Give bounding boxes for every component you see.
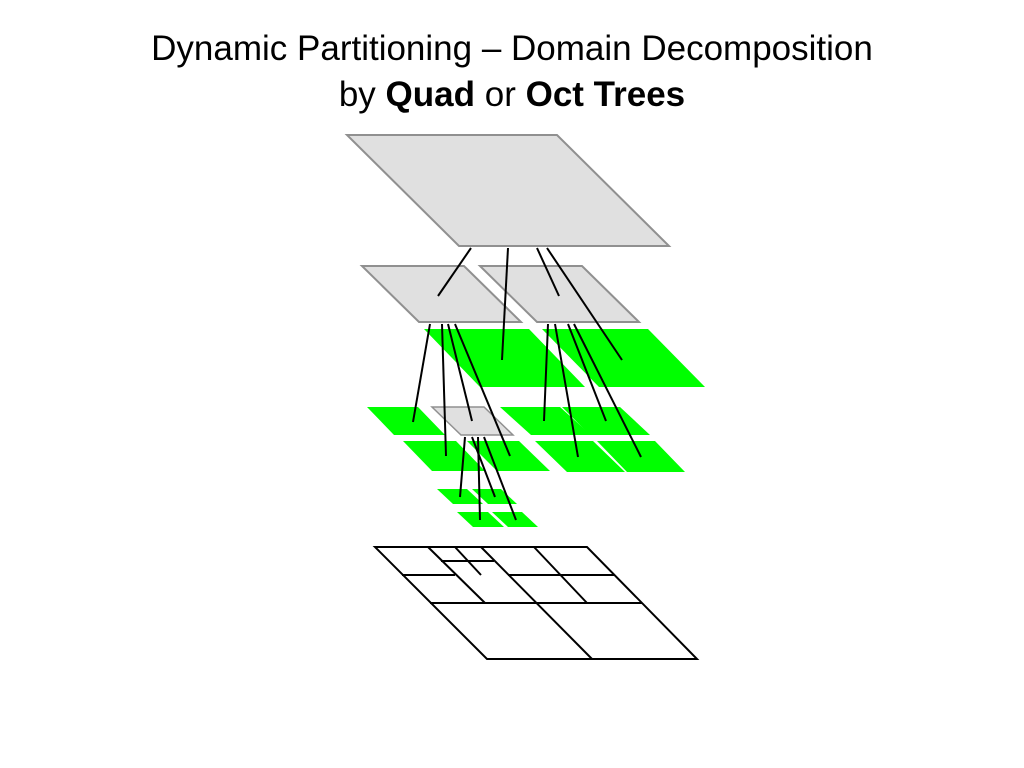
level2-node-internal	[430, 406, 515, 436]
title-line-2: by Quad or Oct Trees	[0, 72, 1024, 118]
tree-level-1	[359, 265, 705, 387]
tree-edge	[501, 247, 509, 361]
slide-title: Dynamic Partitioning – Domain Decomposit…	[0, 26, 1024, 118]
tree-edge	[536, 247, 560, 297]
domain-outline	[372, 546, 700, 660]
domain-decomposition-grid	[372, 546, 700, 660]
tree-edge	[483, 436, 517, 521]
root-node-panel	[344, 134, 672, 247]
tree-edge	[412, 323, 431, 423]
title-prefix: by	[338, 75, 376, 114]
level2-node-leaf	[403, 441, 485, 471]
level2-node-leaf	[367, 407, 445, 435]
tree-edges	[412, 247, 642, 521]
tree-edge	[441, 323, 447, 457]
tree-edge	[447, 323, 473, 422]
title-term-quad: Quad	[385, 75, 475, 114]
title-line-1: Dynamic Partitioning – Domain Decomposit…	[0, 26, 1024, 72]
title-term-oct-trees: Oct Trees	[525, 75, 686, 114]
tree-edge	[543, 323, 549, 422]
tree-edge	[567, 323, 607, 422]
title-connector: or	[484, 75, 516, 114]
level2-node-leaf	[500, 407, 591, 435]
title-main-text: Dynamic Partitioning – Domain Decomposit…	[151, 29, 873, 68]
tree-level-0	[344, 134, 672, 247]
level2-node-leaf	[535, 441, 625, 472]
level1-node-internal-right	[477, 265, 642, 323]
tree-edge	[573, 323, 642, 458]
level1-node-internal-left	[359, 265, 524, 323]
grid-line	[427, 546, 486, 604]
level1-node-leaf-left	[424, 329, 585, 387]
tree-edge	[477, 436, 481, 521]
tree-edge	[471, 436, 496, 498]
tree-edge	[459, 436, 466, 498]
tree-edge	[554, 323, 579, 458]
tree-edge	[546, 247, 623, 361]
tree-edge	[437, 247, 472, 297]
tree-edge	[454, 323, 511, 457]
tree-level-3	[437, 489, 538, 527]
